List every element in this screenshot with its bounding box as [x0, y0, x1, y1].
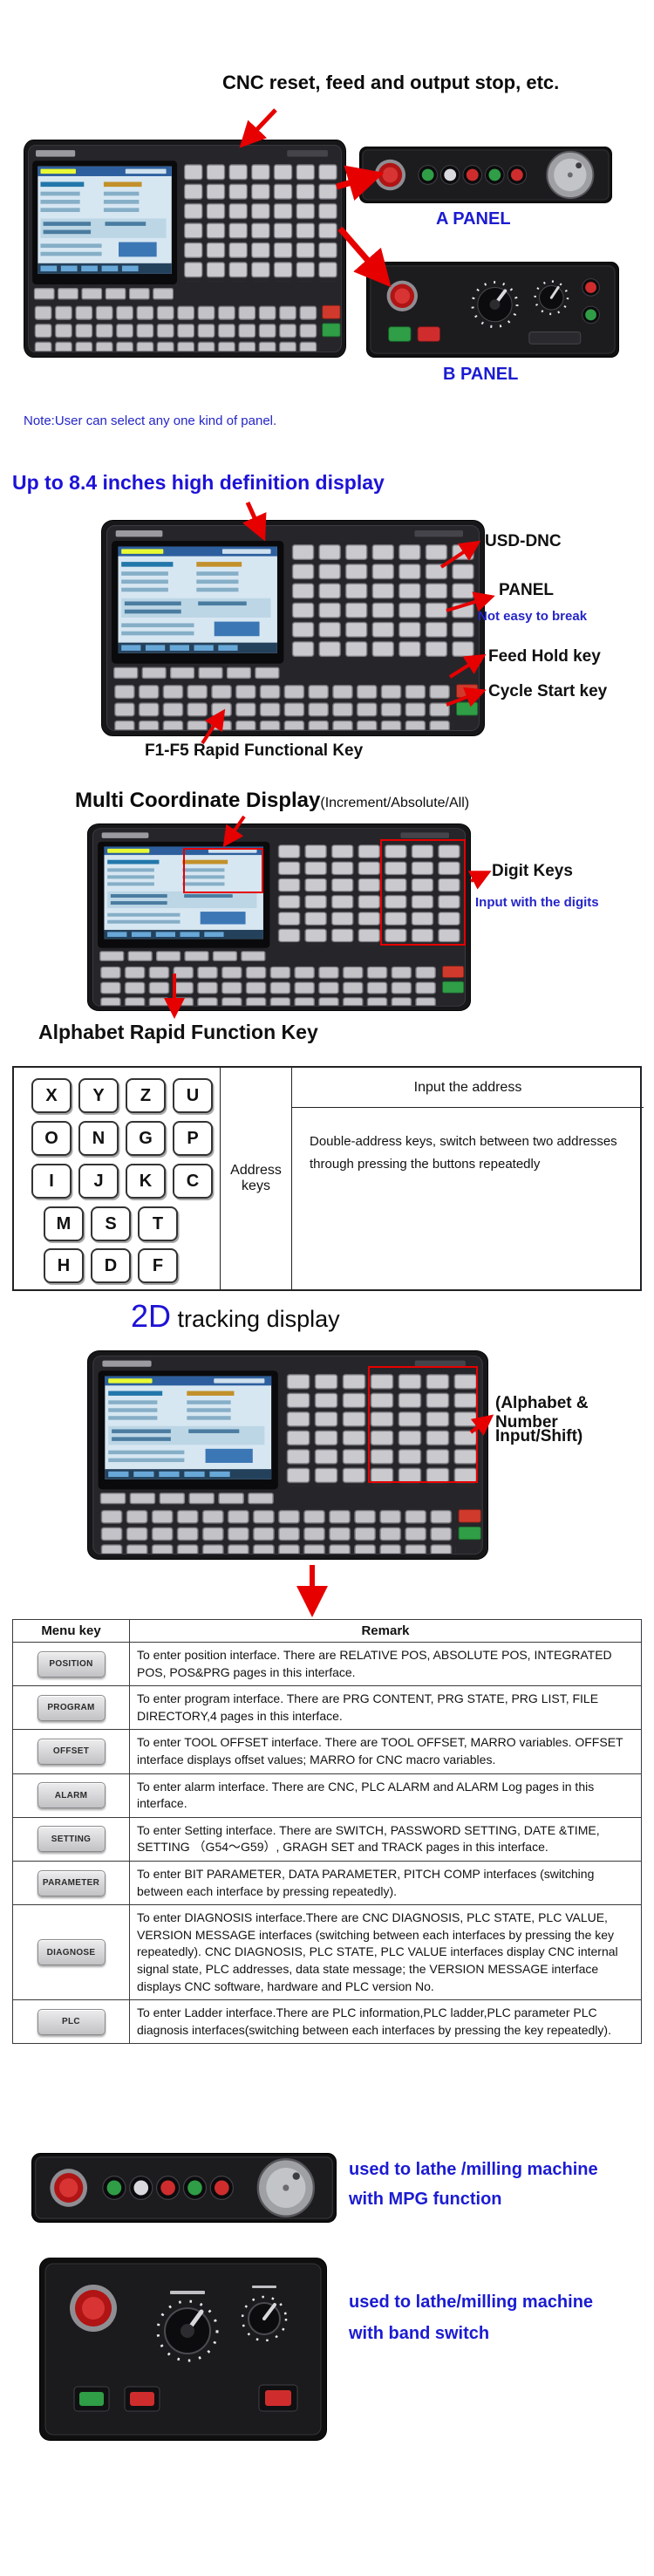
- parameter-key-label: PARAMETER: [42, 1878, 100, 1889]
- menu-table-header-row: Menu key Remark: [12, 1619, 642, 1643]
- menu-row-offset: OFFSET To enter TOOL OFFSET interface. T…: [12, 1729, 642, 1774]
- section-title-alphabet: Alphabet Rapid Function Key: [38, 1021, 318, 1043]
- band-switch-panel-photo: [39, 2258, 327, 2441]
- offset-key-label: OFFSET: [52, 1746, 90, 1757]
- program-key: PROGRAM: [37, 1694, 106, 1721]
- parameter-remark: To enter BIT PARAMETER, DATA PARAMETER, …: [129, 1860, 642, 1906]
- band-caption-line2: with band switch: [349, 2324, 490, 2343]
- section-title-coordinate: Multi Coordinate Display(Increment/Absol…: [75, 789, 469, 813]
- menu-row-parameter: PARAMETER To enter BIT PARAMETER, DATA P…: [12, 1860, 642, 1906]
- program-key-label: PROGRAM: [47, 1703, 95, 1713]
- b-panel-label: B PANEL: [443, 365, 519, 384]
- alarm-key: ALARM: [37, 1782, 106, 1809]
- plc-remark: To enter Ladder interface.There are PLC …: [129, 1999, 642, 2045]
- address-key: J: [78, 1164, 119, 1199]
- menu-key-header: Menu key: [12, 1619, 130, 1643]
- b-panel-photo: [366, 262, 619, 358]
- setting-remark: To enter Setting interface. There are SW…: [129, 1816, 642, 1862]
- plc-key-label: PLC: [62, 2017, 80, 2027]
- address-key: C: [173, 1164, 213, 1199]
- alphanumeric-keys-highlight: [368, 1366, 478, 1483]
- position-key-label: POSITION: [49, 1659, 93, 1670]
- band-caption-line1: used to lathe/milling machine: [349, 2292, 594, 2312]
- position-remark: To enter position interface. There are R…: [129, 1641, 642, 1687]
- screen-coordinate-highlight: [183, 848, 263, 893]
- alarm-key-label: ALARM: [54, 1790, 88, 1800]
- feed-hold-label: Feed Hold key: [488, 647, 601, 666]
- coordinate-heading-main: Multi Coordinate Display: [75, 789, 321, 812]
- address-key: H: [44, 1248, 84, 1283]
- menu-row-program: PROGRAM To enter program interface. Ther…: [12, 1685, 642, 1731]
- arrow-digit-keys: [467, 871, 492, 890]
- diagnose-key: DIAGNOSE: [37, 1939, 106, 1966]
- setting-key: SETTING: [37, 1826, 106, 1853]
- digit-keys-sub-label: Input with the digits: [475, 895, 599, 910]
- address-key: Y: [78, 1078, 119, 1113]
- diagnose-remark: To enter DIAGNOSIS interface.There are C…: [129, 1904, 642, 2001]
- a-panel-label: A PANEL: [436, 209, 511, 229]
- address-keys-label-cell: Address keys: [220, 1068, 291, 1289]
- cnc-controller-photo-2: [101, 520, 485, 736]
- address-key: X: [31, 1078, 72, 1113]
- menu-row-position: POSITION To enter position interface. Th…: [12, 1641, 642, 1687]
- address-key: U: [173, 1078, 213, 1113]
- address-key: Z: [126, 1078, 166, 1113]
- menu-row-plc: PLC To enter Ladder interface.There are …: [12, 1999, 642, 2045]
- address-key: S: [91, 1206, 131, 1241]
- section-title-display: Up to 8.4 inches high definition display: [12, 471, 385, 494]
- alarm-remark: To enter alarm interface. There are CNC,…: [129, 1773, 642, 1818]
- setting-key-label: SETTING: [51, 1834, 92, 1844]
- address-keys-label: Address keys: [230, 1163, 282, 1193]
- panel-label: PANEL: [499, 581, 554, 599]
- address-key: I: [31, 1164, 72, 1199]
- address-key: K: [126, 1164, 166, 1199]
- position-key: POSITION: [37, 1650, 106, 1677]
- tracking-heading-rest: tracking display: [171, 1306, 340, 1332]
- input-address-header: Input the address: [292, 1068, 644, 1108]
- plc-key: PLC: [37, 2008, 106, 2035]
- digit-keys-highlight: [380, 839, 466, 946]
- section-title-reset: CNC reset, feed and output stop, etc.: [222, 72, 560, 93]
- panel-sub-label: Not easy to break: [478, 609, 588, 624]
- menu-row-alarm: ALARM To enter alarm interface. There ar…: [12, 1773, 642, 1818]
- fkeys-label: F1-F5 Rapid Functional Key: [145, 741, 364, 760]
- mpg-caption-line2: with MPG function: [349, 2190, 502, 2209]
- input-address-description: Double-address keys, switch between two …: [310, 1134, 617, 1172]
- coordinate-heading-sub: (Increment/Absolute/All): [320, 796, 470, 810]
- address-key: D: [91, 1248, 131, 1283]
- parameter-key: PARAMETER: [37, 1869, 106, 1896]
- alnum-annotation-line1: (Alphabet & Number: [495, 1394, 589, 1431]
- menu-row-diagnose: DIAGNOSE To enter DIAGNOSIS interface.Th…: [12, 1904, 642, 2001]
- diagnose-key-label: DIAGNOSE: [46, 1947, 96, 1958]
- address-key: N: [78, 1121, 119, 1156]
- address-key: M: [44, 1206, 84, 1241]
- address-key: O: [31, 1121, 72, 1156]
- program-remark: To enter program interface. There are PR…: [129, 1685, 642, 1731]
- cnc-controller-photo-1: [24, 140, 346, 358]
- cycle-start-label: Cycle Start key: [488, 682, 608, 700]
- address-key: G: [126, 1121, 166, 1156]
- offset-key: OFFSET: [37, 1738, 106, 1765]
- mpg-panel-photo: [31, 2153, 337, 2223]
- a-panel-photo: [359, 147, 612, 203]
- menu-row-setting: SETTING To enter Setting interface. Ther…: [12, 1816, 642, 1862]
- address-key: F: [138, 1248, 178, 1283]
- address-key: P: [173, 1121, 213, 1156]
- alnum-annotation-line2: Input/Shift): [495, 1427, 583, 1445]
- section-title-tracking: 2D tracking display: [131, 1298, 340, 1335]
- panel-note: Note:User can select any one kind of pan…: [24, 413, 277, 428]
- usb-dnc-label: USD-DNC: [485, 532, 562, 550]
- address-key: T: [138, 1206, 178, 1241]
- offset-remark: To enter TOOL OFFSET interface. There ar…: [129, 1729, 642, 1774]
- menu-key-table: Menu key Remark POSITION To enter positi…: [12, 1619, 642, 2045]
- mpg-caption-line1: used to lathe /milling machine: [349, 2160, 598, 2179]
- remark-header: Remark: [129, 1619, 642, 1643]
- input-address-column: Input the address Double-address keys, s…: [291, 1068, 644, 1289]
- tracking-heading-2d: 2D: [131, 1298, 172, 1334]
- digit-keys-label: Digit Keys: [492, 862, 573, 880]
- address-key-table: X Y Z U O N G P I J K C M S T H D F Addr…: [12, 1066, 644, 1291]
